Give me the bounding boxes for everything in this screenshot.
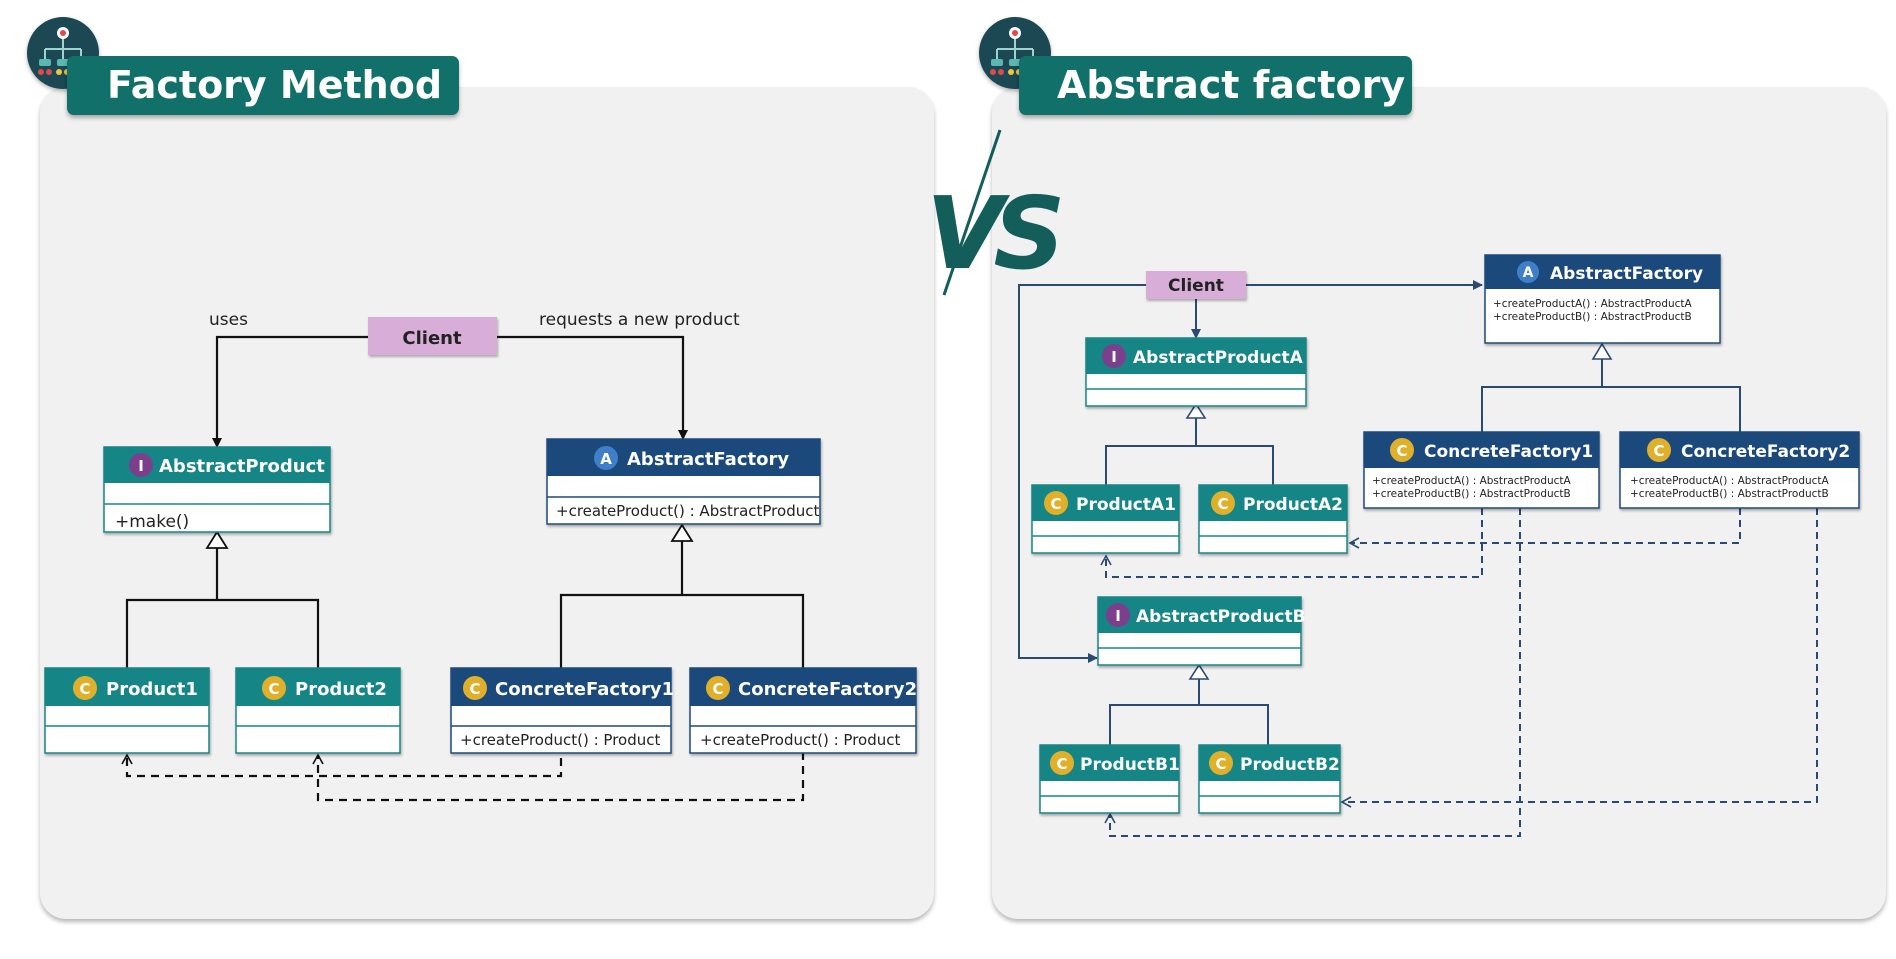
class-badge-letter: C xyxy=(1056,755,1067,773)
client-box xyxy=(368,317,497,355)
product1-name: Product1 xyxy=(106,679,198,700)
client-label: Client xyxy=(1168,276,1224,296)
class-badge-icon xyxy=(73,676,97,700)
class-badge-icon xyxy=(1390,438,1414,462)
class-badge-icon xyxy=(1044,491,1068,515)
concrete-factory2-name: ConcreteFactory2 xyxy=(738,679,917,700)
product-a2-name: ProductA2 xyxy=(1243,495,1343,515)
class-badge-icon xyxy=(1647,438,1671,462)
interface-badge-icon xyxy=(1106,603,1130,627)
class-badge-letter: C xyxy=(712,680,723,698)
class-badge-letter: C xyxy=(1215,755,1226,773)
client-box xyxy=(1146,271,1246,299)
class-badge-letter: C xyxy=(1653,442,1664,460)
abstract-factory-method: +createProduct() : AbstractProduct xyxy=(556,502,819,520)
factory-method-title: Factory Method xyxy=(67,56,459,115)
class-badge-icon xyxy=(706,676,730,700)
abstract-product-name: AbstractProduct xyxy=(159,456,325,477)
product-a1-name: ProductA1 xyxy=(1076,495,1176,515)
abstract-badge-letter: A xyxy=(600,450,612,468)
product2-name: Product2 xyxy=(295,679,387,700)
hierarchy-icon xyxy=(979,17,1051,89)
concrete-factory1-class xyxy=(450,667,672,754)
class-badge-icon xyxy=(1050,751,1074,775)
interface-badge-icon xyxy=(129,453,153,477)
product1-class xyxy=(44,667,210,754)
concrete-factory1-name: ConcreteFactory1 xyxy=(495,679,674,700)
interface-badge-icon xyxy=(1102,344,1126,368)
concrete-factory1-method-a: +createProductA() : AbstractProductA xyxy=(1372,475,1572,487)
class-badge-icon xyxy=(463,676,487,700)
concrete-factory2-method-a: +createProductA() : AbstractProductA xyxy=(1630,475,1830,487)
abstract-product-b-class xyxy=(1097,596,1302,666)
concrete-factory1-name: ConcreteFactory1 xyxy=(1424,442,1593,462)
class-badge-icon xyxy=(1211,491,1235,515)
abstract-badge-icon xyxy=(594,446,618,470)
left-connectors xyxy=(125,335,805,668)
concrete-factory2-name: ConcreteFactory2 xyxy=(1681,442,1850,462)
vs-label: VS xyxy=(926,175,1060,292)
client-label: Client xyxy=(402,328,462,349)
abstract-factory-method-b: +createProductB() : AbstractProductB xyxy=(1493,311,1692,323)
abstract-factory-name: AbstractFactory xyxy=(627,449,789,470)
class-badge-letter: C xyxy=(1217,495,1228,513)
interface-badge-letter: I xyxy=(1115,607,1121,625)
class-badge-letter: C xyxy=(1396,442,1407,460)
abstract-factory-title: Abstract factory xyxy=(1019,56,1412,115)
abstract-product-a-name: AbstractProductA xyxy=(1133,348,1304,368)
abstract-factory-method-a: +createProductA() : AbstractProductA xyxy=(1493,298,1693,310)
interface-badge-letter: I xyxy=(1111,348,1117,366)
abstract-badge-icon xyxy=(1517,261,1539,283)
class-badge-icon xyxy=(262,676,286,700)
uses-label: uses xyxy=(209,310,248,330)
concrete-factory2-method: +createProduct() : Product xyxy=(700,731,901,749)
product-b2-name: ProductB2 xyxy=(1240,755,1340,775)
requests-label: requests a new product xyxy=(539,310,740,330)
class-badge-letter: C xyxy=(79,680,90,698)
class-badge-letter: C xyxy=(268,680,279,698)
abstract-product-method: +make() xyxy=(115,512,189,532)
abstract-factory-class xyxy=(546,438,821,525)
class-badge-letter: C xyxy=(469,680,480,698)
vs-logo: VS xyxy=(926,129,1070,296)
interface-badge-letter: I xyxy=(138,457,144,475)
abstract-product-b-name: AbstractProductB xyxy=(1136,607,1306,627)
concrete-factory1-method-b: +createProductB() : AbstractProductB xyxy=(1372,488,1571,500)
concrete-factory2-method-b: +createProductB() : AbstractProductB xyxy=(1630,488,1829,500)
product-b1-name: ProductB1 xyxy=(1080,755,1180,775)
class-badge-icon xyxy=(1209,751,1233,775)
abstract-badge-letter: A xyxy=(1523,265,1534,281)
class-badge-letter: C xyxy=(1050,495,1061,513)
concrete-factory1-method: +createProduct() : Product xyxy=(460,731,661,749)
abstract-factory-name: AbstractFactory xyxy=(1550,264,1703,284)
